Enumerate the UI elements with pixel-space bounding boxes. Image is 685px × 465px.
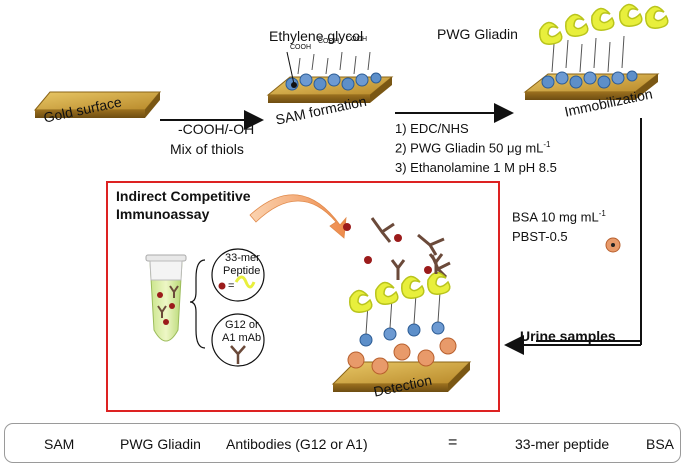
detection-gliadin xyxy=(349,271,451,313)
pwg-gliadin-label: PWG Gliadin xyxy=(437,26,518,42)
ethylene-glycol-pointer xyxy=(286,51,295,85)
cooh-label-2: COOH xyxy=(318,38,339,45)
tube-brace xyxy=(189,259,206,349)
blocking-line1-sup: -1 xyxy=(598,209,606,218)
step2-item1: 1) EDC/NHS xyxy=(395,121,469,136)
mab-circle-line2: A1 mAb xyxy=(222,332,262,344)
peptide-circle xyxy=(211,248,265,302)
cooh-label-3: COOH xyxy=(346,36,367,43)
detection-sam xyxy=(359,291,445,347)
step2-item2: 2) PWG Gliadin 50 μg mL-1 xyxy=(395,140,551,155)
peptide-equals: = xyxy=(228,280,235,292)
detection-bsa xyxy=(347,337,457,375)
blocking-line1-text: BSA 10 mg mL xyxy=(512,209,599,225)
sam-molecules xyxy=(285,51,382,91)
immobilization-sam xyxy=(541,35,638,89)
step1-line1: -COOH/-OH xyxy=(178,121,255,137)
assay-box xyxy=(106,181,500,412)
peptide-circle-line2: Peptide xyxy=(223,265,261,277)
ethylene-glycol-dot xyxy=(291,82,297,88)
step2-item2-text: 2) PWG Gliadin 50 μg mL xyxy=(395,140,544,156)
peptide-circle-line1: 33-mer xyxy=(225,252,260,264)
bsa-blob xyxy=(605,237,621,253)
mab-circle-line1: G12 or xyxy=(225,319,259,331)
blocking-line2: PBST-0.5 xyxy=(512,229,568,244)
eppendorf-tube xyxy=(145,254,187,342)
detection-slab xyxy=(331,361,472,392)
detection-bound-antibodies xyxy=(390,253,444,280)
assay-title-line1: Indirect Competitive xyxy=(116,188,251,204)
ethylene-glycol-label: Ethylene glycol xyxy=(269,28,364,44)
blocking-line1: BSA 10 mg mL-1 xyxy=(512,209,606,224)
urine-samples-label: Urine samples xyxy=(520,328,616,344)
cooh-label-1: COOH xyxy=(290,44,311,51)
immobilization-gliadin xyxy=(539,3,669,45)
legend-equals: = xyxy=(448,434,458,451)
step2-item3: 3) Ethanolamine 1 M pH 8.5 xyxy=(395,160,557,175)
legend-sam-label: SAM xyxy=(44,436,75,452)
gold-surface-slab xyxy=(33,91,162,118)
legend-box xyxy=(4,423,681,463)
mab-circle xyxy=(211,313,265,367)
free-peptide-dots xyxy=(343,223,432,274)
legend-bsa-label: BSA xyxy=(646,436,675,452)
legend-antibodies-label: Antibodies (G12 or A1) xyxy=(226,436,368,452)
legend-peptide-label: 33-mer peptide xyxy=(515,436,610,452)
curved-transfer-arrow xyxy=(249,194,347,239)
assay-title-line2: Immunoassay xyxy=(116,206,210,222)
step1-line2: Mix of thiols xyxy=(170,141,244,157)
step2-item2-sup: -1 xyxy=(543,140,551,149)
legend-pwg-label: PWG Gliadin xyxy=(120,436,201,452)
